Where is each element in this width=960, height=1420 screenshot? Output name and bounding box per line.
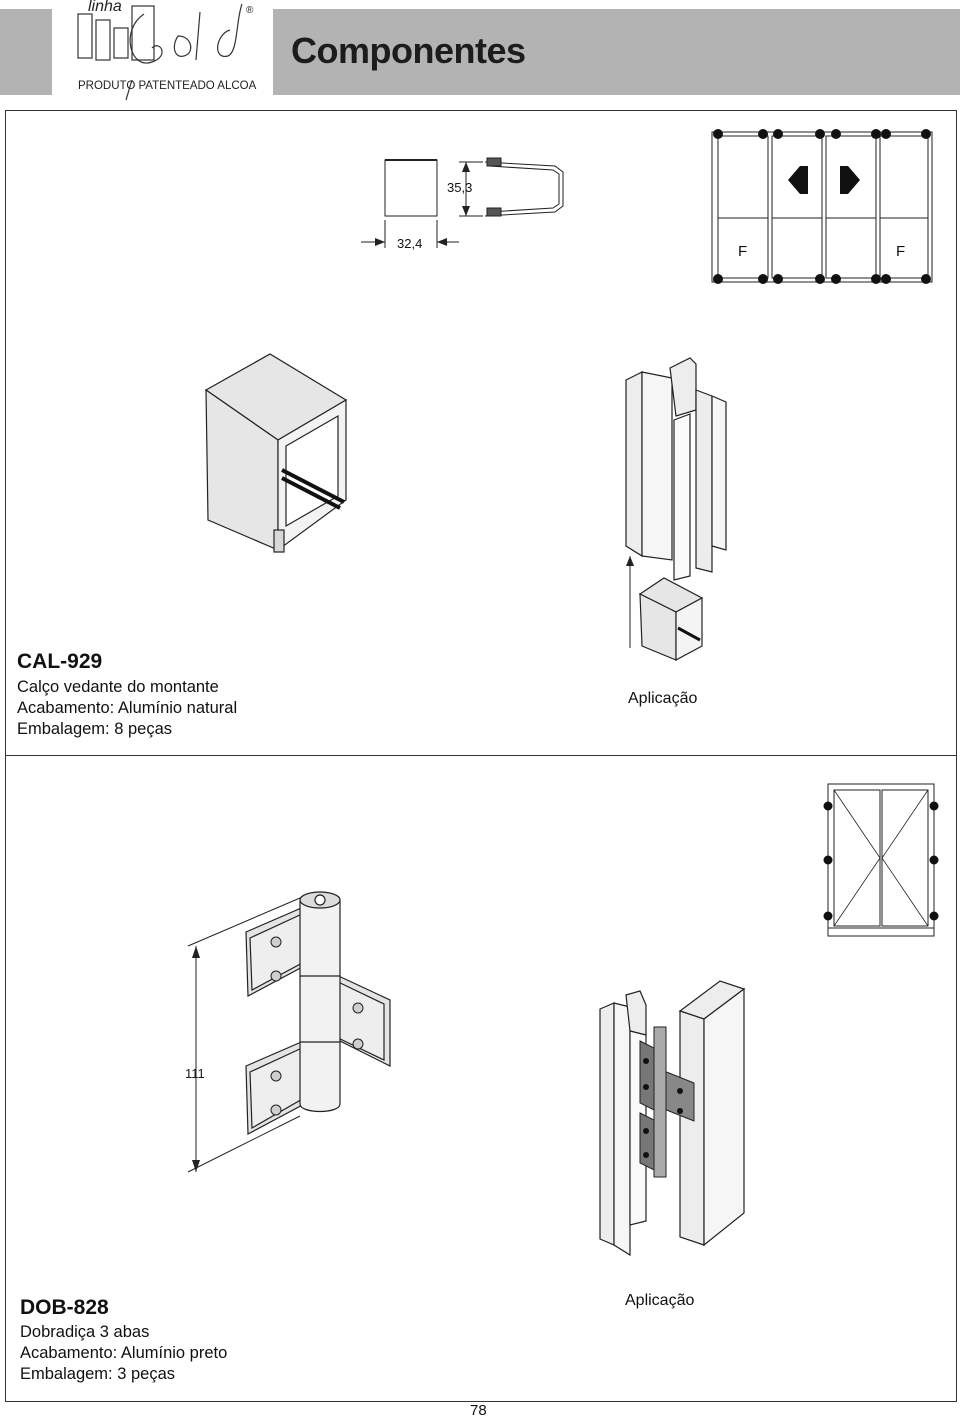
application-label-dob828: Aplicação (625, 1292, 695, 1309)
dimension-hinge-height-label: 111 (185, 1066, 205, 1081)
logo-subtitle: PRODUTO PATENTEADO ALCOA (78, 80, 257, 92)
arrow-right-icon (840, 166, 860, 194)
brand-logo: linha ® (77, 0, 254, 100)
product-code-dob828: DOB-828 (20, 1296, 109, 1319)
product-finish-cal929: Acabamento: Alumínio natural (17, 699, 238, 717)
cal929-part-illustration (204, 353, 348, 553)
cal929-dimension-drawing: 35,3 32,4 (361, 157, 564, 251)
dob828-hinge-illustration (187, 891, 391, 1173)
product-finish-dob828: Acabamento: Alumínio preto (20, 1344, 228, 1362)
header-bar (273, 9, 960, 95)
page-title: Componentes (291, 30, 526, 71)
product-description-cal929: Calço vedante do montante (17, 678, 219, 696)
dimension-width-label: 32,4 (397, 236, 422, 251)
dob828-door-diagram (823, 783, 939, 937)
dimension-height-label: 35,3 (447, 180, 472, 195)
product-description-dob828: Dobradiça 3 abas (20, 1323, 150, 1341)
registered-mark: ® (246, 5, 254, 16)
application-label-cal929: Aplicação (628, 690, 698, 707)
content-frame (5, 110, 957, 1402)
product-packaging-dob828: Embalagem: 3 peças (20, 1365, 176, 1383)
diagram-label-f-right: F (896, 243, 905, 260)
header-left-block (0, 9, 52, 95)
logo-word-linha: linha (88, 0, 122, 15)
dob828-application-illustration (599, 980, 746, 1257)
section-divider (5, 755, 957, 756)
cal929-window-diagram: F F (711, 129, 933, 284)
diagram-label-f-left: F (738, 243, 747, 260)
product-code-cal929: CAL-929 (17, 650, 103, 673)
page-number: 78 (470, 1402, 487, 1419)
arrow-left-icon (788, 166, 808, 194)
product-packaging-cal929: Embalagem: 8 peças (17, 720, 173, 738)
cal929-application-illustration (625, 357, 727, 662)
